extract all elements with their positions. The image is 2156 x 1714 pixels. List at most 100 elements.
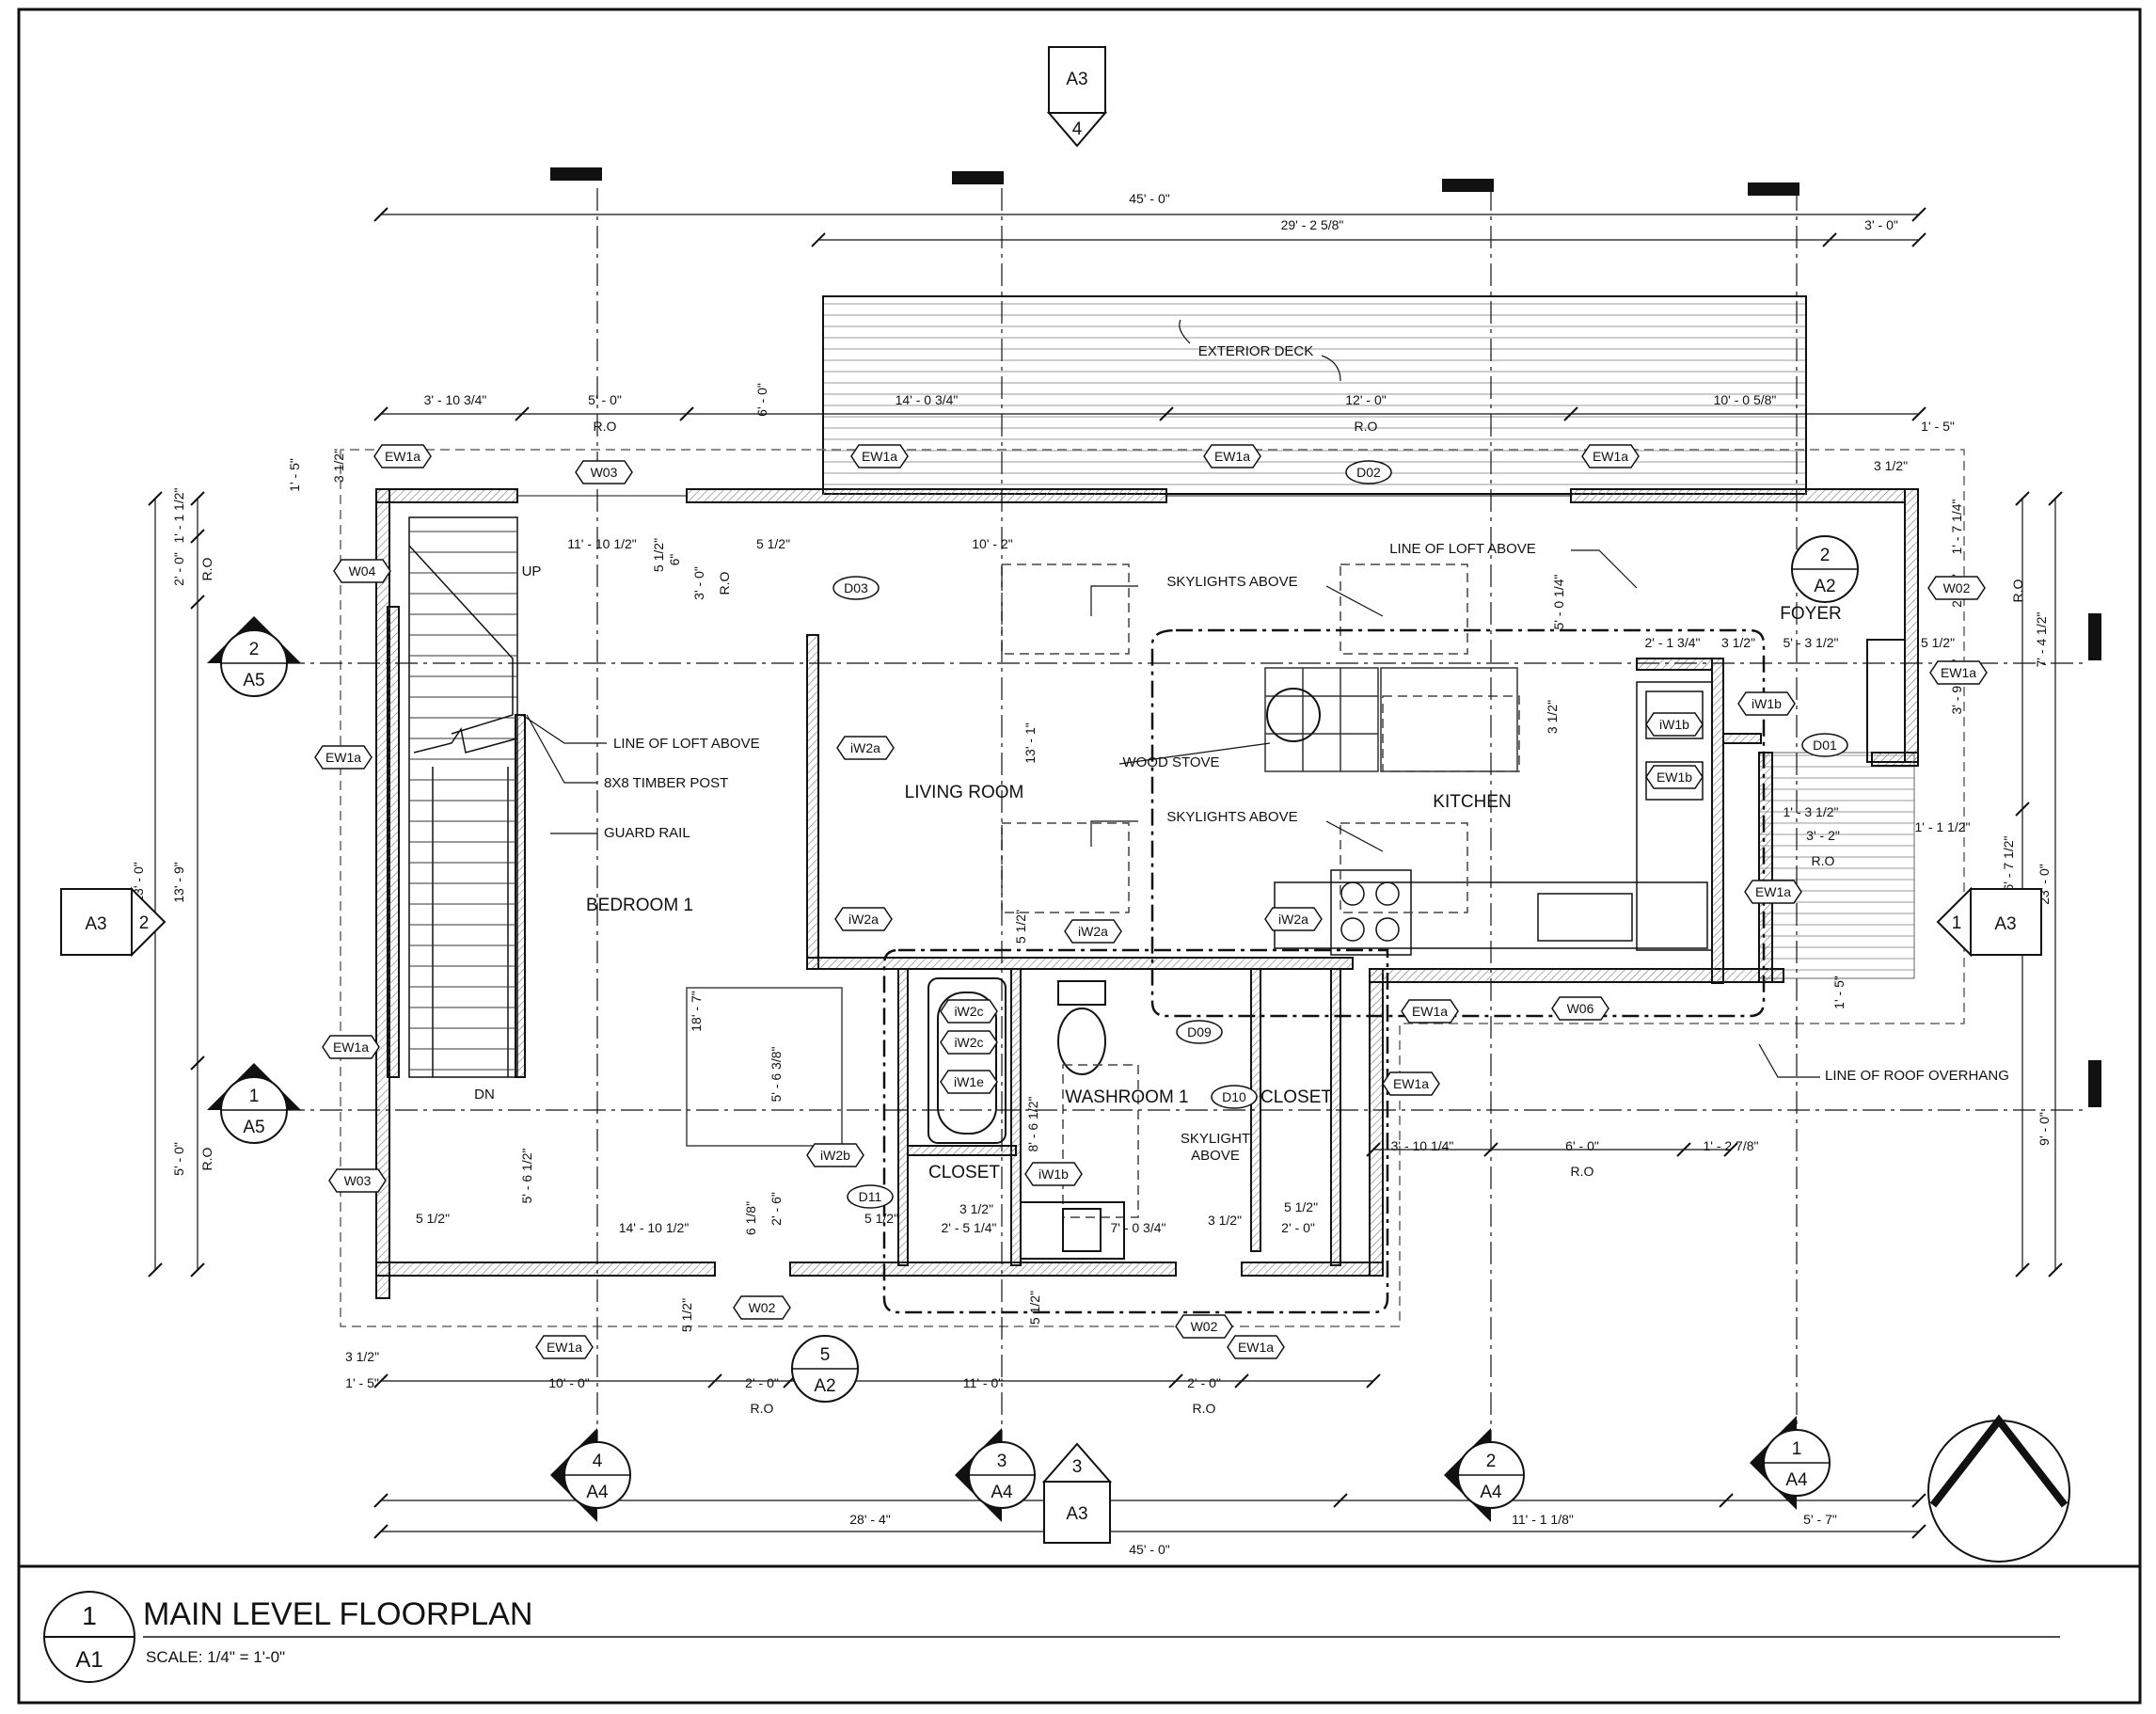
tag-w02: W02 xyxy=(1927,576,1986,600)
tag-ew1a: EW1a xyxy=(1227,1335,1285,1359)
dim-5-6-half: 5' - 6 1/2" xyxy=(519,1148,534,1203)
tag-iw2c: iW2c xyxy=(940,1030,998,1055)
dim-top-overall: 45' - 0" xyxy=(1129,191,1169,206)
svg-text:iW1b: iW1b xyxy=(1659,717,1689,732)
dim-r-7-4: 7' - 4 1/2" xyxy=(2034,611,2049,667)
tag-ew1a: EW1a xyxy=(373,444,432,468)
tag-ew1a: EW1a xyxy=(535,1335,594,1359)
tag-ew1a: EW1a xyxy=(322,1035,380,1059)
dim-5-half-bb: 5 1/2" xyxy=(679,1298,694,1332)
dim-tick xyxy=(190,1262,205,1278)
dimension-ticks xyxy=(148,207,2063,1539)
svg-text:EW1a: EW1a xyxy=(547,1340,582,1355)
tag-ew1a: EW1a xyxy=(314,745,373,770)
tag-iw2b: iW2b xyxy=(806,1143,864,1167)
dim-tick xyxy=(2015,491,2030,506)
tag-ew1a: EW1a xyxy=(850,444,909,468)
dim-r-1-5: 1' - 5" xyxy=(1831,976,1847,1009)
dim-deck-6: 6' - 0" xyxy=(754,383,769,417)
tag-d02: D02 xyxy=(1345,460,1392,484)
svg-text:5: 5 xyxy=(820,1345,831,1365)
section-marker-left xyxy=(60,886,166,958)
dim-3-half-k: 3 1/2" xyxy=(1721,635,1755,650)
svg-text:2: 2 xyxy=(1820,546,1831,565)
elevation-marker: 1A4 xyxy=(1750,1416,1831,1510)
tag-ew1a: EW1a xyxy=(1382,1071,1440,1096)
dim-ro-6: R.O xyxy=(751,1401,774,1416)
leader-lines xyxy=(521,319,1820,1078)
svg-text:EW1a: EW1a xyxy=(1412,1004,1448,1019)
dim-tick xyxy=(373,1493,388,1508)
svg-text:iW1b: iW1b xyxy=(1752,696,1782,711)
tag-iw2c: iW2c xyxy=(940,999,998,1024)
dim-2-1-3q: 2' - 1 3/4" xyxy=(1644,635,1700,650)
dim-tick xyxy=(811,232,826,247)
dim-l-13-9: 13' - 9" xyxy=(171,862,186,902)
dim-top-3: 14' - 0 3/4" xyxy=(896,392,959,407)
dining-table xyxy=(1382,695,1520,772)
dim-6-0: 6' - 0" xyxy=(1565,1138,1599,1153)
dim-5-half-cl: 5 1/2" xyxy=(864,1211,898,1226)
sec-left-sheet: A3 xyxy=(85,914,106,934)
dim-1-3-half: 1' - 3 1/2" xyxy=(1783,804,1838,819)
dim-11-10: 11' - 10 1/2" xyxy=(567,536,637,551)
dim-3-half-tl: 3 1/2" xyxy=(331,449,346,483)
stair-up-arrow xyxy=(408,545,514,735)
dim-3-0: 3' - 0" xyxy=(691,566,706,600)
dim-tick xyxy=(148,491,163,506)
dim-ro-3: R.O xyxy=(717,571,732,595)
svg-text:D09: D09 xyxy=(1187,1024,1212,1040)
svg-text:D10: D10 xyxy=(1222,1089,1246,1104)
tag-iw1e: iW1e xyxy=(940,1070,998,1094)
svg-text:2: 2 xyxy=(1486,1452,1497,1471)
note-skylights-2: SKYLIGHTS ABOVE xyxy=(1166,809,1297,825)
dim-bot-5-7: 5' - 7" xyxy=(1803,1512,1837,1527)
note-skylights-1: SKYLIGHTS ABOVE xyxy=(1166,574,1297,590)
dim-r-ro: R.O xyxy=(2010,579,2025,602)
room-foyer: FOYER xyxy=(1780,604,1841,624)
dim-tick xyxy=(2015,801,2030,817)
grid-lines xyxy=(282,188,2088,1449)
dim-bot-28-4: 28' - 4" xyxy=(849,1512,890,1527)
dim-l-1-1-half: 1' - 1 1/2" xyxy=(171,487,186,543)
svg-text:1: 1 xyxy=(249,1087,260,1106)
svg-text:A4: A4 xyxy=(586,1483,609,1502)
svg-text:iW2c: iW2c xyxy=(954,1004,983,1019)
wood-stove xyxy=(1266,688,1321,742)
svg-text:A2: A2 xyxy=(1814,577,1835,596)
sink-washroom xyxy=(1020,1201,1125,1260)
skylights xyxy=(1001,563,1468,913)
svg-text:4: 4 xyxy=(593,1452,603,1471)
dim-5-6-3-8: 5' - 6 3/8" xyxy=(769,1046,784,1102)
tag-iw1b: iW1b xyxy=(1024,1162,1083,1186)
svg-text:EW1a: EW1a xyxy=(1593,449,1628,464)
exterior-deck xyxy=(822,295,1807,495)
dimension-lines xyxy=(154,214,2056,1532)
note-timber-post: 8X8 TIMBER POST xyxy=(604,775,728,791)
svg-text:A5: A5 xyxy=(243,671,264,690)
dim-tick xyxy=(190,1055,205,1071)
dim-5-half-bb2: 5 1/2" xyxy=(1027,1291,1042,1325)
dim-bot-10-0: 10' - 0" xyxy=(548,1375,589,1390)
tag-d01: D01 xyxy=(1801,733,1848,757)
room-kitchen: KITCHEN xyxy=(1433,792,1511,812)
tag-ew1a: EW1a xyxy=(1744,880,1802,904)
svg-text:EW1a: EW1a xyxy=(1393,1076,1429,1091)
tag-w02: W02 xyxy=(1175,1314,1233,1339)
bed-footprint xyxy=(686,987,843,1147)
break-line xyxy=(413,727,518,754)
dim-3-2: 3' - 2" xyxy=(1806,828,1840,843)
tag-d09: D09 xyxy=(1176,1020,1223,1044)
dim-tick xyxy=(190,595,205,610)
dim-2-6: 2' - 6" xyxy=(769,1192,784,1226)
dim-3-half-cc: 3 1/2" xyxy=(1208,1213,1242,1228)
dim-l-2-0: 2' - 0" xyxy=(171,552,186,586)
svg-text:A2: A2 xyxy=(814,1376,835,1396)
dim-5-half-a: 5 1/2" xyxy=(756,536,790,551)
svg-text:iW1e: iW1e xyxy=(954,1074,984,1089)
tag-ew1a: EW1a xyxy=(1581,444,1640,468)
sec-right-sheet: A3 xyxy=(1994,914,2016,934)
dim-8-6-half: 8' - 6 1/2" xyxy=(1025,1096,1040,1151)
dim-tick xyxy=(1723,1142,1738,1157)
